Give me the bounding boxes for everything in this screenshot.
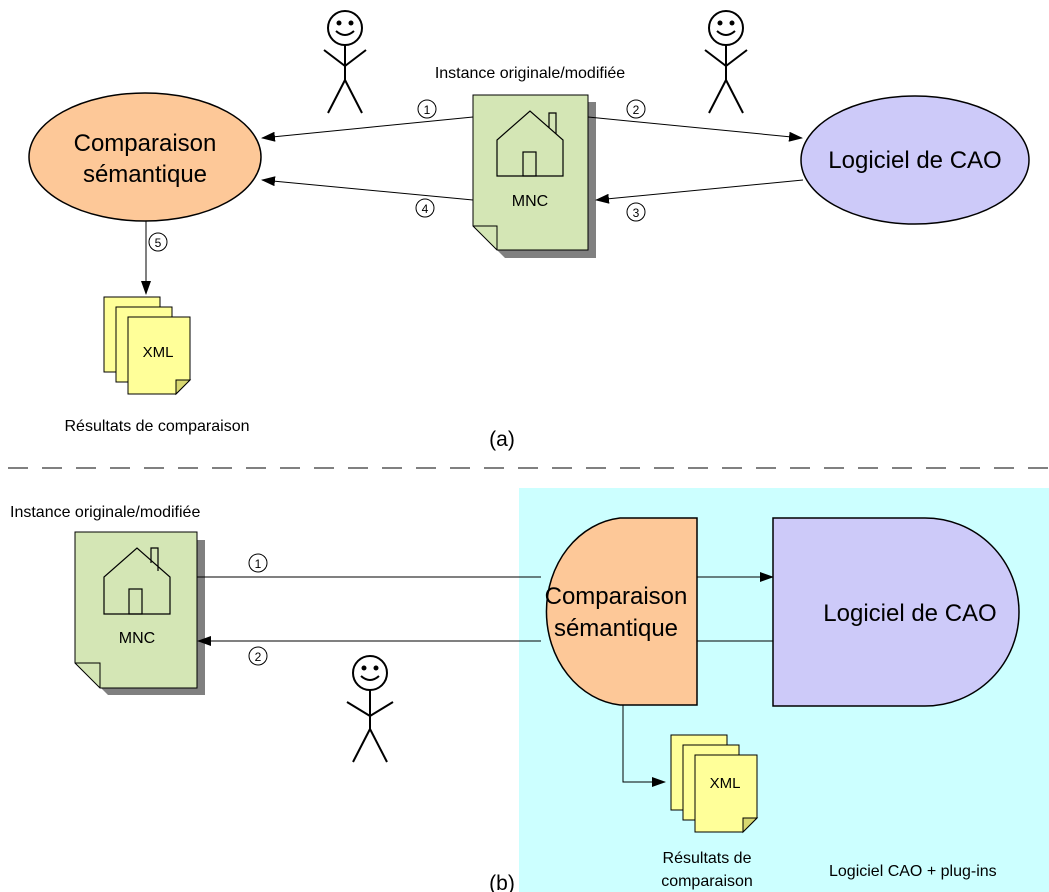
arrow-step-2	[587, 116, 803, 142]
svg-text:1: 1	[424, 103, 431, 117]
cad-software-label: Logiciel de CAO	[823, 600, 996, 627]
semantic-comparison-label: sémantique	[554, 615, 678, 642]
semantic-comparison-node	[28, 92, 262, 222]
results-label: Résultats de comparaison	[65, 418, 250, 435]
arrow-step-3	[595, 179, 804, 204]
step-marker: 2	[626, 99, 646, 119]
cad-software-node	[800, 95, 1030, 225]
xml-label: XML	[143, 344, 174, 361]
mnc-label: MNC	[512, 193, 548, 210]
mnc-label: MNC	[119, 630, 155, 647]
cad-software-label: Logiciel de CAO	[828, 147, 1001, 174]
semantic-comparison-node	[545, 517, 698, 706]
mnc-document: MNC	[74, 531, 205, 695]
svg-text:3: 3	[633, 206, 640, 220]
svg-text:2: 2	[633, 103, 640, 117]
step-marker: 2	[248, 646, 268, 666]
caption-a: (a)	[489, 428, 515, 451]
results-label: Résultats de	[663, 850, 752, 867]
semantic-comparison-label: Comparaison	[545, 583, 688, 610]
house-icon	[496, 110, 564, 177]
user-figure-icon	[346, 655, 394, 763]
user-figure-icon	[323, 10, 367, 114]
arrow-step-4	[261, 176, 474, 201]
caption-b: (b)	[489, 872, 515, 892]
semantic-comparison-label: Comparaison	[74, 130, 217, 157]
xml-document-stack: XML	[670, 734, 759, 834]
diagram-a: Instance originale/modifiée Comparaison …	[28, 10, 1030, 451]
step-marker: 1	[248, 553, 268, 573]
xml-label: XML	[710, 775, 741, 792]
arrow-to-results	[622, 705, 666, 787]
svg-text:2: 2	[255, 650, 262, 664]
instance-label: Instance originale/modifiée	[10, 504, 200, 521]
svg-text:4: 4	[422, 202, 429, 216]
svg-text:1: 1	[255, 557, 262, 571]
results-label: comparaison	[661, 873, 753, 890]
mnc-document: MNC	[472, 94, 596, 258]
step-marker: 5	[148, 232, 168, 252]
step-marker: 4	[415, 198, 435, 218]
step-marker: 3	[626, 202, 646, 222]
arrow-step-1	[261, 116, 474, 142]
svg-text:5: 5	[155, 236, 162, 250]
xml-document-stack: XML	[103, 296, 192, 396]
user-figure-icon	[704, 10, 748, 114]
plugin-region-label: Logiciel CAO + plug-ins	[829, 863, 997, 880]
cad-software-node	[772, 517, 1020, 707]
semantic-comparison-label: sémantique	[83, 161, 207, 188]
diagram-b: Instance originale/modifiée MNC 1 2	[10, 488, 1049, 892]
instance-label: Instance originale/modifiée	[435, 65, 625, 82]
house-icon	[103, 547, 171, 615]
step-marker: 1	[417, 99, 437, 119]
